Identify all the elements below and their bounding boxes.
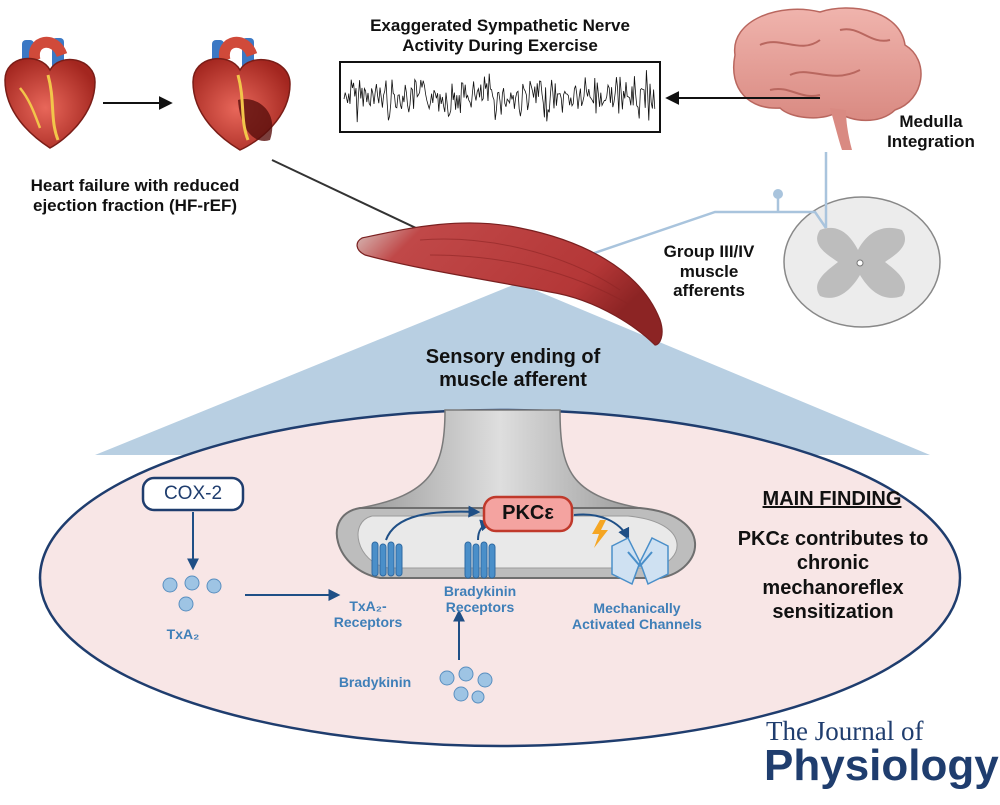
bradykinin-receptor-icon <box>464 541 496 579</box>
pkc-label: PKCε <box>502 502 554 524</box>
bradykinin-receptors-label: Bradykinin Receptors <box>443 583 517 616</box>
txa2-receptor-to-pkc-arrow <box>385 505 481 541</box>
main-finding-title: MAIN FINDING <box>762 488 902 510</box>
pkc-box <box>482 495 574 533</box>
txa2-receptor-icon <box>371 541 403 577</box>
lightning-icon <box>592 520 608 548</box>
dorsal-root-ganglion <box>773 189 783 199</box>
channels-label: Mechanically Activated Channels <box>572 600 702 633</box>
medulla-label: Medulla Integration <box>887 112 975 151</box>
projection-cone <box>95 283 930 455</box>
pkc-to-channel-arrow <box>573 513 630 541</box>
heart-normal-icon <box>4 36 96 149</box>
txa2-receptors-label: TxA₂- Receptors <box>333 598 403 631</box>
brain-icon <box>732 7 922 150</box>
txa2-label: TxA₂ <box>166 626 200 642</box>
mechanically-activated-channel-icon <box>611 536 669 586</box>
cox2-box <box>141 476 245 512</box>
bradykinin-label: Bradykinin <box>338 674 412 690</box>
nerve-activity-trace <box>343 70 656 123</box>
cox2-label: COX-2 <box>163 483 223 504</box>
afferent-nerve-line <box>514 210 828 282</box>
txa2-molecules <box>162 575 222 612</box>
sensory-ending-label: Sensory ending of muscle afferent <box>425 346 601 391</box>
bradykinin-molecules <box>439 666 493 704</box>
journal-title-line1: The Journal of <box>766 716 924 746</box>
muscle-icon <box>356 222 663 346</box>
heart-failure-label: Heart failure with reduced ejection frac… <box>30 176 240 215</box>
journal-title-line2: Physiology <box>764 741 999 790</box>
nerve-activity-title: Exaggerated Sympathetic Nerve Activity D… <box>370 16 630 55</box>
spinal-cord-icon <box>783 196 941 328</box>
main-finding-text: PKCε contributes to chronic mechanorefle… <box>737 528 929 624</box>
heart-failing-icon <box>192 36 291 151</box>
afferents-label: Group III/IV muscle afferents <box>663 242 755 301</box>
